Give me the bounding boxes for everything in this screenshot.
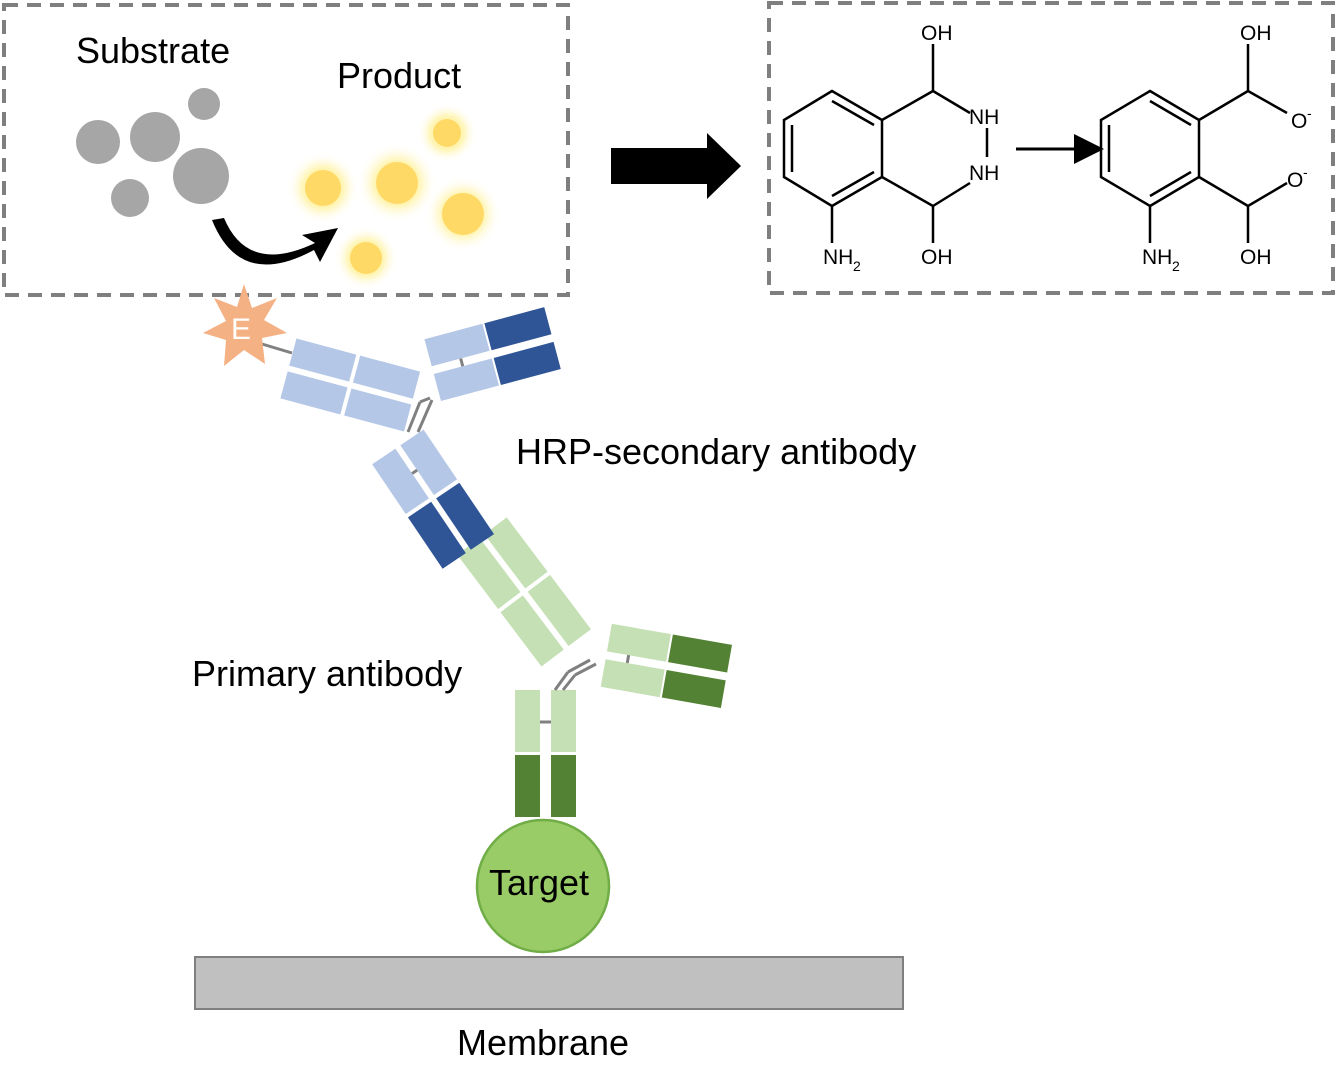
product-particle	[442, 193, 484, 235]
chem-label: OH	[921, 22, 953, 45]
primary-right-arm	[600, 623, 732, 708]
primary-hinge	[567, 658, 597, 677]
chem-subscript: 2	[1172, 258, 1180, 274]
primary-left-arm	[457, 517, 591, 667]
chem-subscript: 2	[853, 258, 861, 274]
secondary-right-arm	[424, 307, 561, 402]
chem-label: NH	[969, 162, 999, 185]
product-label: Product	[337, 55, 461, 96]
primary-antibody	[457, 517, 732, 817]
chem-label: NH	[1142, 246, 1172, 269]
product-particles	[287, 103, 501, 290]
secondary-antibody-label: HRP-secondary antibody	[516, 431, 916, 472]
substrate-particles	[76, 88, 229, 217]
secondary-hinge	[406, 399, 434, 433]
secondary-hinge	[419, 396, 431, 404]
substrate-particle	[111, 179, 149, 217]
primary-fc	[551, 690, 576, 752]
chem-label: O	[1291, 110, 1307, 133]
enzyme-linker	[261, 342, 293, 355]
primary-antibody-label: Primary antibody	[192, 653, 462, 694]
target-antigen	[475, 818, 611, 954]
conversion-arrow	[212, 218, 338, 265]
secondary-antibody: E	[203, 284, 561, 569]
chemistry-frame	[767, 1, 1335, 295]
substrate-label: Substrate	[76, 30, 230, 71]
chem-label: OH	[1240, 246, 1272, 269]
luminol-structure	[782, 44, 989, 243]
secondary-fc	[372, 429, 495, 569]
product-particle	[350, 242, 382, 274]
substrate-frame	[2, 3, 570, 297]
chem-label: O	[1287, 169, 1303, 192]
product-particle	[433, 119, 461, 147]
product-particle	[376, 162, 418, 204]
chemistry-panel: OH NH NH OH NH 2 OH O - O - OH NH 2	[767, 1, 1335, 295]
substrate-product-panel: Substrate Product	[2, 3, 570, 297]
membrane	[194, 956, 904, 1010]
chem-superscript: -	[1303, 164, 1308, 180]
hrp-enzyme-star	[203, 284, 287, 366]
chem-superscript: -	[1307, 105, 1312, 121]
substrate-particle	[130, 112, 180, 162]
substrate-particle	[76, 120, 120, 164]
primary-variable	[515, 755, 540, 817]
chem-label: OH	[1240, 22, 1272, 45]
big-right-arrow	[611, 133, 741, 199]
primary-variable	[551, 755, 576, 817]
chem-label: NH	[969, 106, 999, 129]
membrane-label: Membrane	[457, 1022, 629, 1063]
primary-hinge	[553, 671, 577, 691]
product-particle	[305, 170, 341, 206]
chem-label: NH	[823, 246, 853, 269]
aminophthalate-structure	[1099, 44, 1288, 243]
substrate-particle	[173, 148, 229, 204]
target-label: Target	[489, 862, 589, 903]
secondary-left-arm	[280, 338, 421, 432]
chem-label: OH	[921, 246, 953, 269]
substrate-particle	[188, 88, 220, 120]
enzyme-label: E	[231, 313, 251, 346]
primary-fc	[515, 690, 540, 752]
